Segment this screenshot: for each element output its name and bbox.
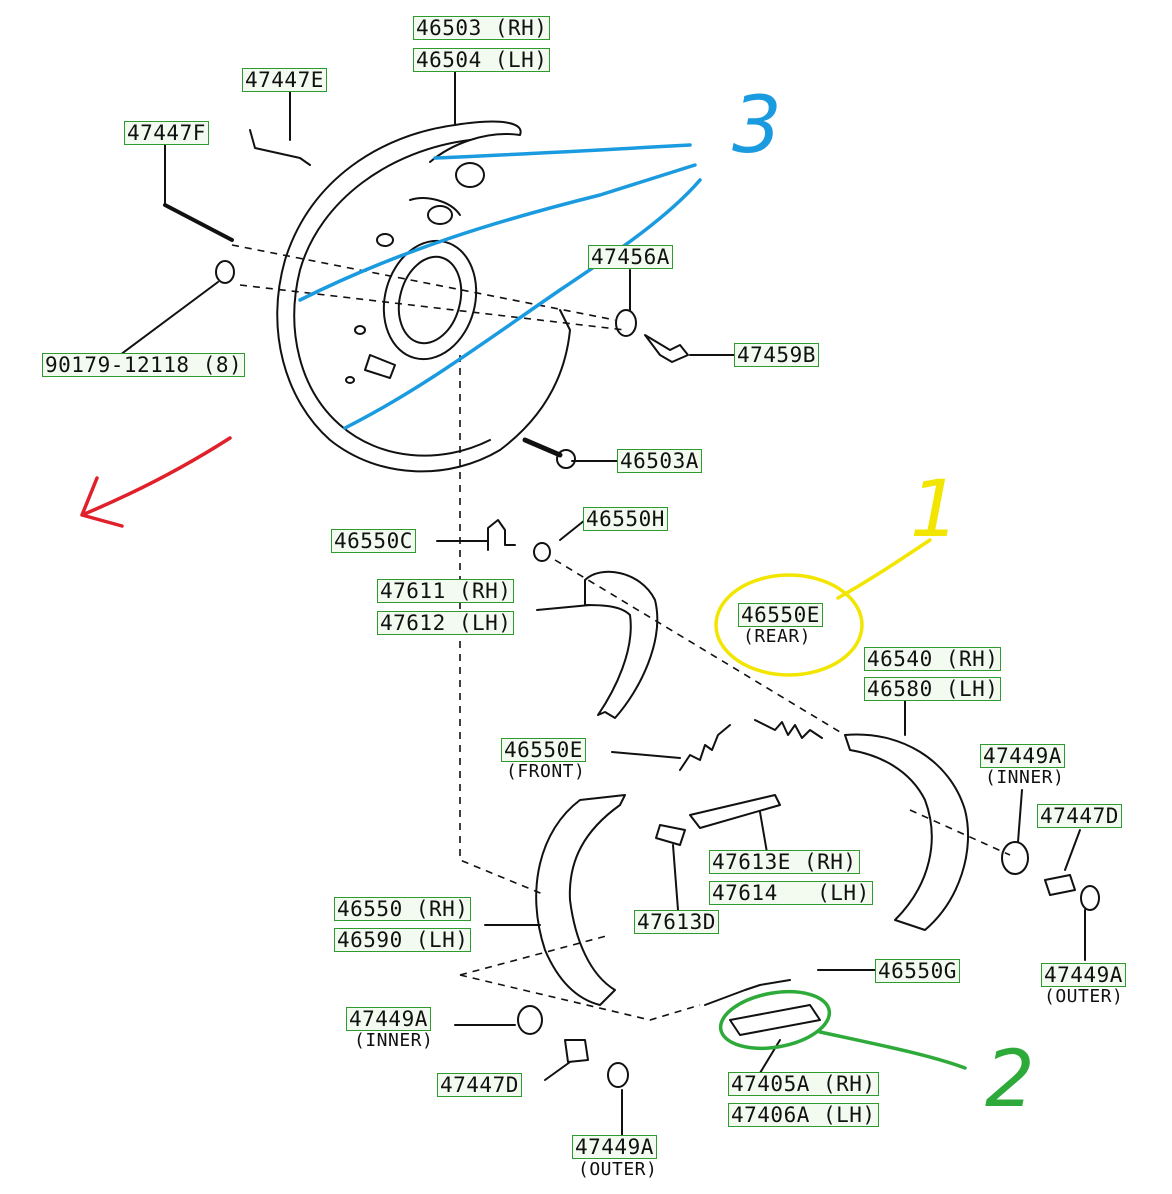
part-label-47459B: 47459B — [734, 343, 819, 367]
part-label-47449A-outer-right: 47449A — [1041, 963, 1126, 987]
shoe-46540-drawing — [844, 733, 969, 931]
part-label-46580: 46580 (LH) — [864, 677, 1002, 701]
blue-annotation-line-2 — [298, 163, 697, 302]
part-label-46550: 46550 (RH) — [334, 897, 472, 921]
part-label-46550H: 46550H — [583, 507, 668, 531]
part-label-47447F: 47447F — [124, 121, 209, 145]
cup-inner-left-drawing — [517, 1005, 543, 1035]
cup-outer-right-drawing — [1080, 885, 1100, 911]
part-label-47449A-inner-left: 47449A — [346, 1007, 431, 1031]
spring-46550G-drawing — [704, 979, 791, 1006]
part-note-inner-left: (INNER) — [354, 1030, 434, 1051]
part-label-46550G: 46550G — [875, 959, 960, 983]
clip-46550C-drawing — [487, 519, 516, 551]
part-label-46503: 46503 (RH) — [413, 16, 551, 40]
part-label-46590: 46590 (LH) — [334, 928, 472, 952]
part-note-outer-right: (OUTER) — [1044, 986, 1124, 1007]
part-label-47449A-inner-right: 47449A — [980, 744, 1065, 768]
spring-rear-drawing — [754, 719, 823, 739]
part-label-47613D: 47613D — [634, 910, 719, 934]
blue-annotation-line-1 — [433, 143, 692, 160]
part-label-47406A: 47406A (LH) — [728, 1103, 879, 1127]
red-annotation-arrow — [80, 436, 232, 528]
bolt-47447F-drawing — [163, 203, 234, 242]
annotation-mark-1: 1 — [910, 465, 960, 555]
yellow-annotation-circle — [714, 573, 864, 677]
yellow-annotation-line — [836, 538, 932, 600]
green-annotation-line — [818, 1030, 967, 1070]
spring-47447D-left-drawing — [564, 1039, 589, 1063]
part-label-47613E: 47613E (RH) — [709, 850, 860, 874]
cable-bracket-drawing — [249, 129, 311, 166]
cup-outer-left-drawing — [607, 1062, 629, 1088]
washer-47456A-drawing — [615, 309, 637, 337]
annotation-mark-2: 2 — [985, 1035, 1035, 1125]
strut-47613E-drawing — [689, 794, 781, 829]
green-annotation-circle — [718, 989, 832, 1051]
part-note-inner-right: (INNER) — [985, 767, 1065, 788]
bolt-46503A-drawing — [522, 437, 563, 458]
spring-47613D-drawing — [655, 824, 686, 846]
part-label-47614: 47614 (LH) — [709, 881, 873, 905]
cup-inner-right-drawing — [1001, 841, 1029, 875]
part-label-47447E: 47447E — [242, 68, 327, 92]
part-label-47612: 47612 (LH) — [377, 611, 515, 635]
shoe-46550-drawing — [535, 794, 626, 1006]
part-note-outer-left: (OUTER) — [578, 1159, 658, 1180]
annotation-mark-3: 3 — [732, 81, 782, 171]
bolt-47459B-drawing — [644, 334, 689, 363]
nut-drawing — [215, 260, 235, 284]
lever-47611-drawing — [584, 570, 659, 719]
part-label-47447D-right: 47447D — [1037, 804, 1122, 828]
part-label-47449A-outer-left: 47449A — [572, 1135, 657, 1159]
spring-front-drawing — [679, 724, 731, 771]
part-label-46540: 46540 (RH) — [864, 647, 1002, 671]
part-note-rear: (REAR) — [743, 626, 812, 647]
spring-47447D-right-drawing — [1044, 874, 1076, 896]
part-label-46550C: 46550C — [331, 529, 416, 553]
part-label-47456A: 47456A — [588, 245, 673, 269]
part-note-front: (FRONT) — [506, 761, 586, 782]
part-label-46504: 46504 (LH) — [413, 48, 551, 72]
part-label-90179-12118: 90179-12118 (8) — [42, 353, 246, 377]
washer-46550H-drawing — [533, 542, 551, 562]
blue-annotation-line-3 — [343, 178, 702, 430]
backing-plate-drawing — [276, 120, 571, 473]
part-label-47447D-left: 47447D — [437, 1073, 522, 1097]
part-label-47405A: 47405A (RH) — [728, 1072, 879, 1096]
adjuster-47405A-drawing — [729, 1004, 821, 1036]
part-label-46550E-rear: 46550E — [738, 603, 823, 627]
part-label-47611: 47611 (RH) — [377, 579, 515, 603]
part-label-46503A: 46503A — [617, 449, 702, 473]
part-label-46550E-front: 46550E — [501, 738, 586, 762]
